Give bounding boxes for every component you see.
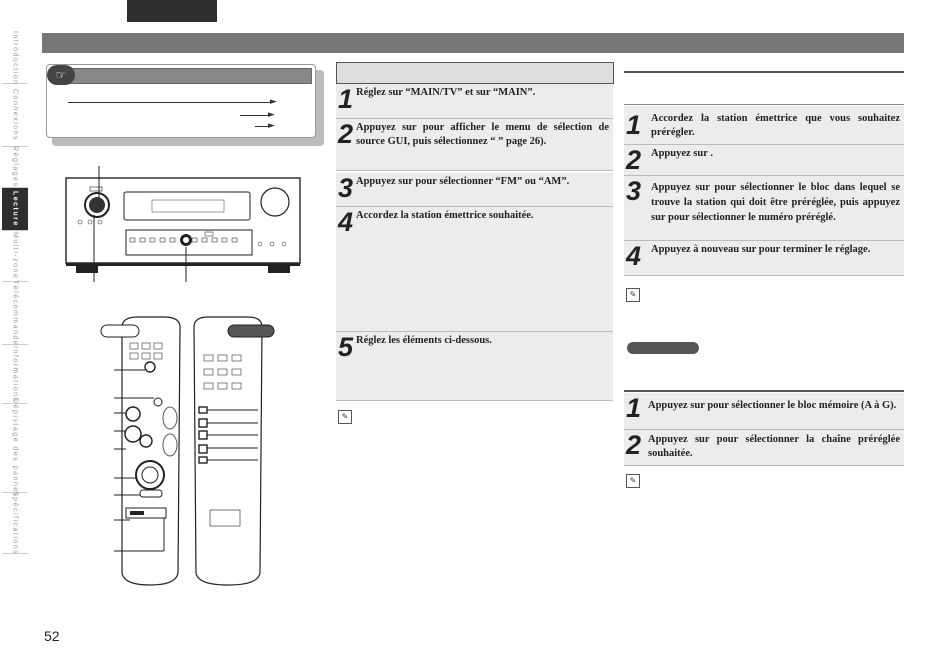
sidebar-item-multi-zone[interactable]: Multi-zone	[2, 231, 28, 282]
sidebar-item-introduction[interactable]: Introduction	[2, 31, 28, 85]
sidebar-item-depistage[interactable]: Dépistage des pannes	[2, 398, 28, 498]
pencil-icon: ✎	[626, 474, 640, 488]
note-line-1	[68, 102, 272, 103]
sidebar-item-telecommande[interactable]: Télécommande	[2, 280, 28, 346]
step-item: 3 Appuyez sur pour sélectionner le bloc …	[624, 176, 904, 241]
section-rule	[624, 104, 904, 105]
arrow-right-icon: ►	[268, 121, 275, 131]
sidebar-item-lecture[interactable]: Lecture	[2, 188, 28, 231]
remote-controls-illustration	[100, 316, 275, 586]
middle-column-header	[336, 62, 614, 84]
section-rule	[624, 390, 904, 392]
step-item: 2 Appuyez sur pour afficher le menu de s…	[336, 119, 613, 171]
step-item: 2 Appuyez sur .	[624, 145, 904, 176]
arrow-right-icon: ►	[270, 97, 277, 107]
pointing-hand-icon: ☞	[47, 65, 75, 85]
step-item: 1 Réglez sur “MAIN/TV” et sur “MAIN”.	[336, 84, 613, 119]
section-rule	[624, 71, 904, 73]
note-line-3	[255, 126, 271, 127]
receiver-illustration	[65, 166, 301, 282]
step-item: 3 Appuyez sur pour sélectionner “FM” ou …	[336, 173, 613, 207]
header-tab	[127, 0, 217, 22]
step-item: 1 Appuyez sur pour sélectionner le bloc …	[624, 393, 904, 430]
step-item: 4 Appuyez à nouveau sur pour terminer le…	[624, 241, 904, 276]
step-item: 4 Accordez la station émettrice souhaité…	[336, 207, 613, 332]
arrow-right-icon: ►	[268, 110, 275, 120]
section-banner	[42, 33, 904, 53]
sidebar-item-specifications[interactable]: Spécifications	[2, 491, 28, 555]
pencil-icon: ✎	[626, 288, 640, 302]
sidebar-item-informations[interactable]: Informations	[2, 345, 28, 404]
step-item: 1 Accordez la station émettrice que vous…	[624, 106, 904, 145]
step-item: 5 Réglez les éléments ci-dessous.	[336, 332, 613, 401]
note-line-2	[240, 115, 270, 116]
page-number: 52	[44, 628, 60, 644]
note-box-header	[60, 68, 312, 84]
pencil-icon: ✎	[338, 410, 352, 424]
sidebar-item-reglages[interactable]: Réglages	[2, 146, 28, 188]
sidebar-item-connexions[interactable]: Connexions	[2, 84, 28, 147]
section-pill	[627, 342, 699, 354]
step-item: 2 Appuyez sur pour sélectionner la chaîn…	[624, 430, 904, 466]
